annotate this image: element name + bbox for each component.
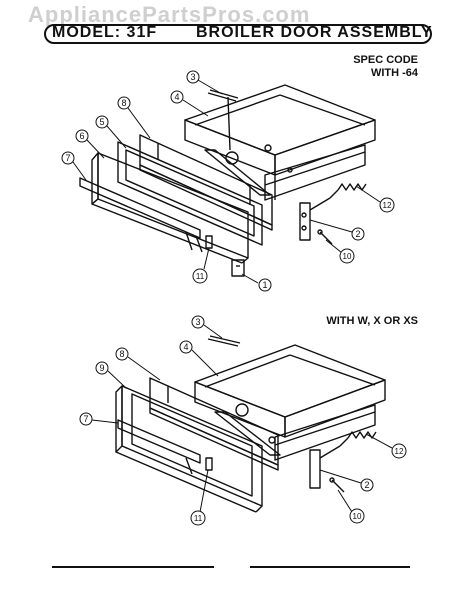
section2-callouts: 3 4 8 9 7 12 2 10 11	[79, 315, 407, 526]
callout-10b: 10	[349, 508, 365, 524]
broiler-frame-part-4b	[194, 344, 386, 461]
svg-text:11: 11	[196, 272, 205, 281]
callout-9: 9	[95, 361, 109, 375]
callout-4b: 4	[179, 340, 193, 354]
svg-text:5: 5	[99, 117, 104, 127]
svg-text:3: 3	[195, 317, 200, 327]
callout-11: 11	[192, 268, 208, 284]
callout-2: 2	[351, 227, 365, 241]
section1-leaders	[72, 79, 381, 284]
callout-5: 5	[95, 115, 109, 129]
spring-part-12	[329, 183, 367, 199]
svg-text:7: 7	[83, 414, 88, 424]
handle-part-7	[79, 177, 203, 253]
callout-1: 1	[258, 278, 272, 292]
callout-2b: 2	[360, 478, 374, 492]
section1-callouts: 3 4 8 5 6 7 12 2 10 11 1	[61, 70, 395, 292]
screw-part-10b	[329, 477, 345, 493]
svg-text:8: 8	[119, 349, 124, 359]
title-frame	[44, 24, 432, 44]
callout-4: 4	[170, 90, 184, 104]
handle-part-7b	[117, 419, 201, 475]
callout-3: 3	[186, 70, 200, 84]
svg-text:1: 1	[262, 280, 267, 290]
door-inner-part-8	[139, 134, 273, 231]
watermark: AppliancePartsPros.com	[28, 2, 311, 27]
callout-8: 8	[117, 96, 131, 110]
door-outer-part-6	[91, 152, 249, 264]
hinge-part-2b	[309, 445, 341, 489]
svg-text:12: 12	[383, 201, 392, 210]
svg-text:4: 4	[183, 342, 188, 352]
svg-text:9: 9	[99, 363, 104, 373]
callout-11b: 11	[190, 510, 206, 526]
footer-rule-right	[250, 566, 410, 568]
spec-code-line2: WITH -64	[370, 67, 418, 79]
spec-code-label: SPEC CODE WITH -64	[298, 54, 418, 80]
svg-text:7: 7	[65, 153, 70, 163]
rod-part-3b	[207, 335, 241, 347]
hinge-part-2	[299, 197, 331, 241]
assembly-title: BROILER DOOR ASSEMBLY	[196, 24, 433, 41]
broiler-frame-part-4	[184, 84, 376, 201]
svg-text:6: 6	[79, 131, 84, 141]
callout-7: 7	[61, 151, 75, 165]
screw-part-10	[317, 229, 333, 245]
svg-text:10: 10	[343, 252, 352, 261]
rod-part-3	[207, 89, 239, 151]
clip-part-11b	[205, 457, 213, 471]
callout-12: 12	[379, 197, 395, 213]
section1-drawing	[72, 79, 381, 284]
variant-label: WITH W, X OR XS	[326, 315, 418, 327]
door-panel-part-9	[115, 385, 263, 513]
callout-10: 10	[339, 248, 355, 264]
section2-drawing	[91, 324, 393, 513]
spring-part-12b	[339, 431, 377, 447]
footer-rule-left	[52, 566, 214, 568]
section2-leaders	[91, 324, 393, 513]
svg-text:2: 2	[364, 480, 369, 490]
svg-text:4: 4	[174, 92, 179, 102]
callout-12b: 12	[391, 443, 407, 459]
callout-3b: 3	[191, 315, 205, 329]
door-liner-part-5	[117, 141, 263, 246]
callout-8b: 8	[115, 347, 129, 361]
svg-text:2: 2	[355, 229, 360, 239]
model-label: MODEL: 31F	[52, 24, 158, 41]
door-inner-part-8b	[149, 377, 279, 471]
svg-text:8: 8	[121, 98, 126, 108]
callout-6: 6	[75, 129, 89, 143]
callout-7b: 7	[79, 412, 93, 426]
svg-text:3: 3	[190, 72, 195, 82]
clip-part-1	[231, 259, 245, 277]
spec-code-line1: SPEC CODE	[353, 54, 418, 66]
svg-text:12: 12	[395, 447, 404, 456]
svg-text:10: 10	[353, 512, 362, 521]
svg-text:11: 11	[194, 514, 203, 523]
